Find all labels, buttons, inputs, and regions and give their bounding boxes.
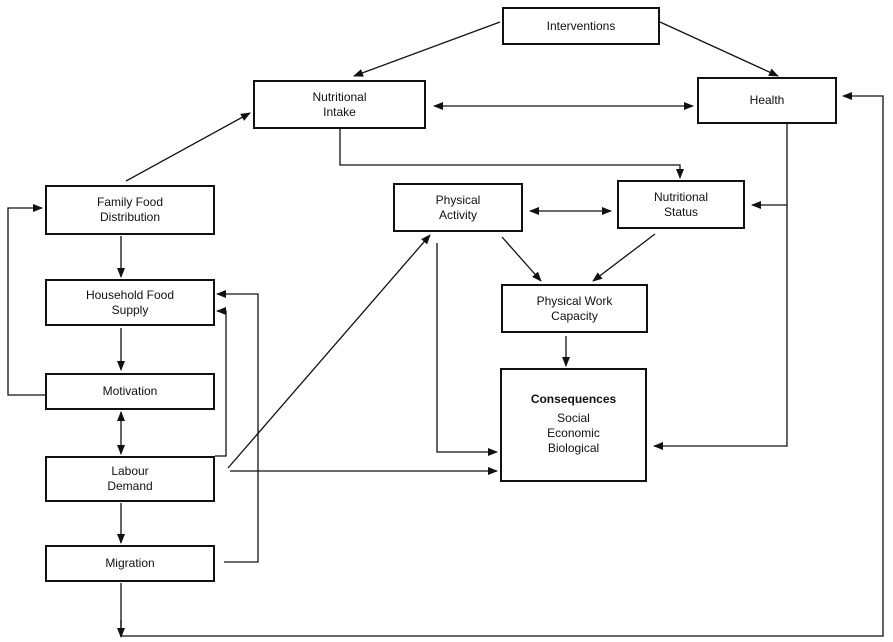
edge-interventions-nutritional-intake <box>353 21 501 77</box>
node-label-line: Physical Work <box>536 293 613 308</box>
edge-distribution-intake <box>125 112 251 182</box>
edge-intake-status <box>339 129 684 179</box>
node-label-line: Labour <box>111 464 149 478</box>
edge-activity-consequences <box>436 243 498 456</box>
node-label-line: Supply <box>111 302 149 317</box>
node-label-line: Status <box>663 204 699 219</box>
node-label-line: Nutritional <box>312 89 367 104</box>
edge-activity-capacity <box>501 236 542 282</box>
node-label-line: Intake <box>323 104 356 119</box>
node-migration: Migration <box>45 545 215 582</box>
node-label-line: Migration <box>105 556 155 570</box>
edge-labour-supply <box>215 307 227 457</box>
node-label-line: Biological <box>547 441 600 455</box>
node-label-line: Nutritional <box>653 189 709 204</box>
node-label-line: Household Food <box>85 287 175 302</box>
node-motivation: Motivation <box>45 373 215 410</box>
node-label-line: Demand <box>107 479 153 493</box>
node-title: Consequences <box>530 392 617 406</box>
node-label-line: Physical <box>435 192 481 207</box>
edge-interventions-health <box>659 21 779 77</box>
edge-labour-activity <box>227 234 431 469</box>
edge-status-capacity <box>592 233 656 282</box>
node-label-line: Social <box>557 411 590 425</box>
node-label-line: Activity <box>438 207 477 222</box>
node-label-line: Health <box>749 93 785 107</box>
node-label-line: Economic <box>547 426 600 440</box>
node-label-line: Motivation <box>102 384 158 398</box>
edge-migration-supply <box>216 290 259 563</box>
node-label-line: Capacity <box>551 308 598 323</box>
node-health: Health <box>697 77 837 124</box>
node-label-line: Distribution <box>99 210 161 224</box>
node-interventions: Interventions <box>502 7 660 45</box>
node-label-line: Family Food <box>96 195 164 209</box>
edge-motivation-distribution <box>7 204 45 396</box>
edge-health-consequences <box>653 123 788 450</box>
edge-migration-health <box>120 92 884 637</box>
node-label-line: Interventions <box>546 18 616 33</box>
